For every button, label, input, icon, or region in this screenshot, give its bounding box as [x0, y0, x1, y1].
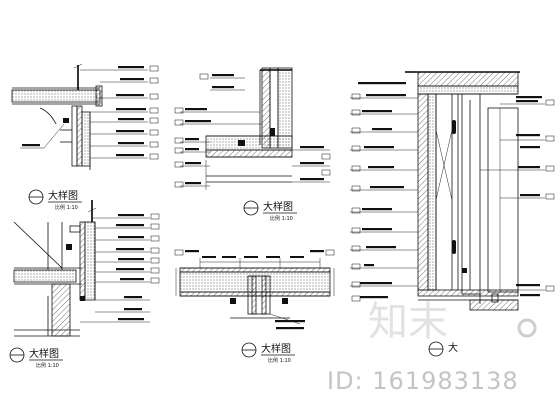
detail-scale-text: 比例 1:10: [270, 215, 293, 222]
detail-title-text: 大样图: [48, 189, 78, 202]
detail-title-c: 大样图 比例 1:10: [243, 200, 297, 222]
detail-d-bottom-middle: [174, 249, 335, 330]
detail-title-text: 大样图: [263, 200, 293, 213]
detail-title-d: 大样图 比例 1:10: [241, 342, 295, 364]
detail-title-a: 大样图 比例 1:10: [28, 189, 82, 211]
detail-scale-text: 比例 1:10: [36, 362, 59, 369]
detail-title-e: 大: [428, 341, 458, 357]
detail-title-text: 大样图: [261, 342, 291, 355]
detail-title-text: 大: [448, 341, 458, 354]
detail-c-top-middle: [174, 67, 331, 190]
detail-title-text: 大样图: [29, 347, 59, 360]
detail-scale-text: 比例 1:10: [55, 204, 78, 211]
detail-title-b: 大样图 比例 1:10: [9, 347, 63, 369]
detail-a-top-left: [11, 63, 159, 170]
watermark-logo-text: 知末: [368, 299, 448, 345]
detail-e-right: [350, 71, 555, 311]
detail-b-bottom-left: [13, 200, 160, 337]
watermark-logo: 知末: [368, 299, 537, 345]
watermark-id: ID: 161983138: [327, 367, 519, 395]
detail-scale-text: 比例 1:10: [268, 357, 291, 364]
